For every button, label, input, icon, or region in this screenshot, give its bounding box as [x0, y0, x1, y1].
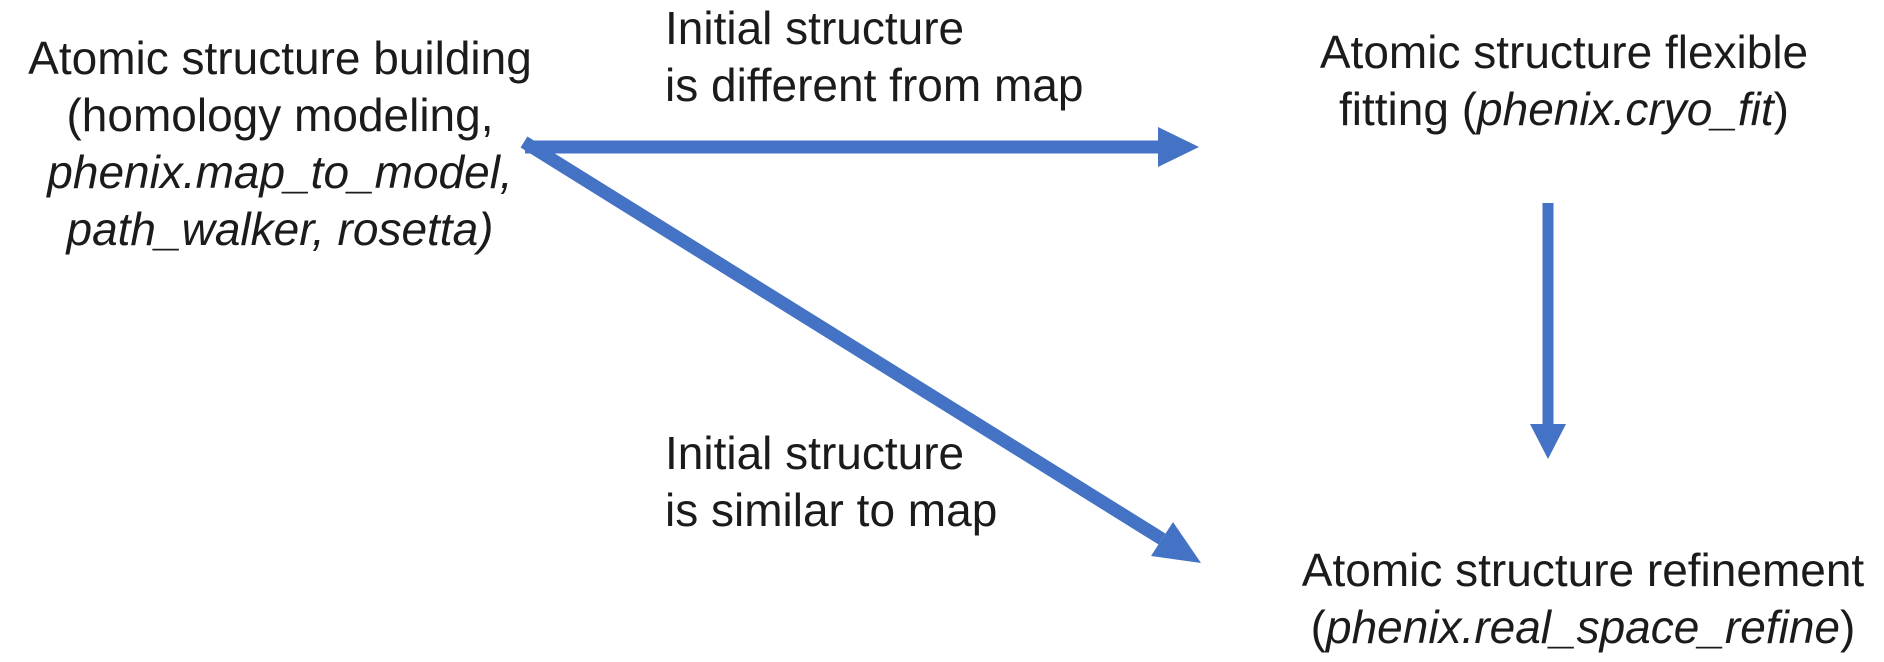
building-line-3: phenix.map_to_model,	[47, 146, 513, 198]
node-atomic-structure-building: Atomic structure building (homology mode…	[15, 30, 545, 258]
different-line-2: is different from map	[665, 59, 1084, 111]
flexible-line-2: fitting (phenix.cryo_fit)	[1264, 81, 1864, 138]
edge-label-different-from-map: Initial structure is different from map	[665, 0, 1083, 114]
flexible-line-2-italic: phenix.cryo_fit	[1477, 83, 1774, 135]
refinement-line-2-pre: (	[1310, 601, 1326, 653]
different-line-1: Initial structure	[665, 2, 965, 54]
flexible-line-1: Atomic structure flexible	[1319, 26, 1809, 78]
refinement-line-2: (phenix.real_space_refine)	[1283, 599, 1883, 656]
node-atomic-structure-refinement: Atomic structure refinement (phenix.real…	[1283, 542, 1883, 656]
building-line-4: path_walker, rosetta)	[66, 203, 494, 255]
arrow-different-from-map	[525, 127, 1199, 167]
building-line-2: (homology modeling,	[66, 89, 494, 141]
edge-label-similar-to-map: Initial structure is similar to map	[665, 425, 997, 539]
flexible-line-2-pre: fitting (	[1339, 83, 1478, 135]
refinement-line-2-italic: phenix.real_space_refine	[1325, 601, 1841, 653]
refinement-line-1: Atomic structure refinement	[1301, 544, 1865, 596]
building-line-1: Atomic structure building	[28, 32, 532, 84]
similar-line-2: is similar to map	[665, 484, 998, 536]
refinement-line-2-post: )	[1840, 601, 1856, 653]
arrow-flexible-to-refinement	[1530, 203, 1566, 459]
node-atomic-structure-flexible-fitting: Atomic structure flexible fitting (pheni…	[1264, 24, 1864, 138]
similar-line-1: Initial structure	[665, 427, 965, 479]
flexible-line-2-post: )	[1773, 83, 1789, 135]
